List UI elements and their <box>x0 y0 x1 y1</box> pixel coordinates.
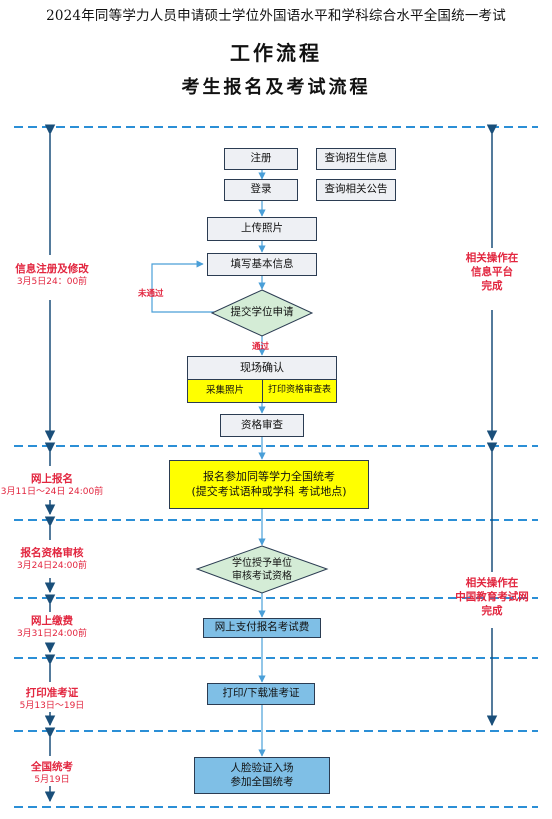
not-passed-label: 未通过 <box>138 289 164 299</box>
stage-date: 3月24日24:00前 <box>16 561 88 572</box>
apply-exam-line1: 报名参加同等学力全国统考 <box>203 470 335 484</box>
unit-review-label: 学位授予单位 审核考试资格 <box>207 557 317 583</box>
face-line1: 人脸验证入场 <box>230 761 294 774</box>
top-title: 2024年同等学力人员申请硕士学位外国语水平和学科综合水平全国统一考试 <box>46 8 506 24</box>
unit-review-line2: 审核考试资格 <box>232 571 292 582</box>
submit-apply-label: 提交学位申请 <box>230 306 294 318</box>
stage-title: 网上报名 <box>31 473 73 485</box>
note-line1: 相关操作在 <box>465 577 519 589</box>
print-form-box: 打印资格审查表 <box>262 379 337 403</box>
note-line1: 相关操作在 <box>465 252 519 264</box>
stage-national-exam: 全国统考 5月19日 <box>2 760 102 786</box>
stage-date: 5月19日 <box>34 775 70 786</box>
face-verify-box: 人脸验证入场 参加全国统考 <box>194 757 330 794</box>
stage-print-ticket: 打印准考证 5月13日～19日 <box>2 686 102 712</box>
flow-arrows <box>151 170 266 757</box>
page-title: 工作流程 <box>230 41 322 65</box>
note-line3: 完成 <box>481 280 503 293</box>
face-line2: 参加全国统考 <box>230 775 294 788</box>
login-box: 登录 <box>224 179 298 201</box>
stage-date: 3月11日～24日 24:00前 <box>0 487 104 498</box>
stage-title: 网上缴费 <box>31 615 73 627</box>
apply-exam-line2: (提交考试语种或学科 考试地点) <box>191 484 347 498</box>
upload-photo-box: 上传照片 <box>207 217 317 241</box>
stage-date: 5月13日～19日 <box>19 701 85 712</box>
stage-title: 报名资格审核 <box>20 547 84 559</box>
stage-date: 3月31日24:00前 <box>16 629 88 640</box>
note-exam-website: 相关操作在 中国教育考试网 完成 <box>436 576 548 619</box>
note-line2: 信息平台 <box>471 266 513 279</box>
stage-payment: 网上缴费 3月31日24:00前 <box>2 614 102 640</box>
note-line3: 完成 <box>481 605 503 618</box>
stage-online-apply: 网上报名 3月11日～24日 24:00前 <box>0 472 104 498</box>
apply-exam-box: 报名参加同等学力全国统考 (提交考试语种或学科 考试地点) <box>169 460 369 509</box>
onsite-confirm-box: 现场确认 <box>187 356 337 380</box>
stage-separators <box>14 126 538 808</box>
stage-title: 信息注册及修改 <box>15 263 89 275</box>
fill-info-box: 填写基本信息 <box>207 253 317 276</box>
stage-qual-review: 报名资格审核 3月24日24:00前 <box>2 546 102 572</box>
passed-label: 通过 <box>252 342 270 352</box>
print-ticket-box: 打印/下载准考证 <box>207 683 315 705</box>
note-info-platform: 相关操作在 信息平台 完成 <box>436 251 548 294</box>
stage-info-register: 信息注册及修改 3月5日24：00前 <box>2 262 102 288</box>
unit-review-line1: 学位授予单位 <box>232 558 292 569</box>
collect-photo-box: 采集照片 <box>187 379 263 403</box>
note-line2: 中国教育考试网 <box>455 591 529 604</box>
page-subtitle: 考生报名及考试流程 <box>181 77 371 98</box>
review-diamond <box>195 545 329 594</box>
stage-date: 3月5日24：00前 <box>16 277 88 288</box>
submit-diamond <box>210 289 314 337</box>
qual-review-box: 资格审查 <box>220 414 304 437</box>
stage-title: 全国统考 <box>31 761 73 773</box>
query-notice-box: 查询相关公告 <box>316 179 396 201</box>
query-admission-box: 查询招生信息 <box>316 148 396 170</box>
pay-online-box: 网上支付报名考试费 <box>203 618 321 638</box>
register-box: 注册 <box>224 148 298 170</box>
stage-title: 打印准考证 <box>25 687 79 699</box>
